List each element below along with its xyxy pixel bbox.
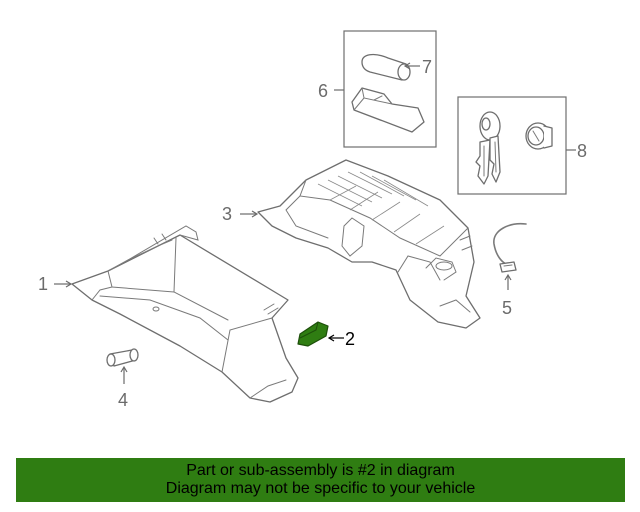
part-2-highlighted[interactable] [297, 321, 329, 347]
callout-5-arrowhead [504, 273, 512, 281]
callout-6: 6 [318, 81, 328, 101]
callout-2: 2 [345, 329, 355, 349]
part-1-glove-box-door[interactable] [71, 225, 299, 403]
banner-line-1: Part or sub-assembly is #2 in diagram [186, 462, 455, 479]
part-5-wire-harness[interactable] [493, 222, 527, 273]
callout-4: 4 [118, 390, 128, 410]
part-7-lock-cap[interactable] [361, 53, 411, 81]
callout-5: 5 [502, 298, 512, 318]
callout-8: 8 [577, 141, 587, 161]
callout-7-arrowhead [403, 62, 411, 70]
callout-2-arrowhead [327, 334, 335, 342]
part-3-glove-box-housing[interactable] [257, 159, 481, 329]
detail-box-6 [343, 30, 437, 148]
callout-1: 1 [38, 274, 48, 294]
part-4-bumper[interactable] [106, 348, 139, 367]
info-banner: Part or sub-assembly is #2 in diagram Di… [16, 458, 625, 502]
callout-7: 7 [422, 57, 432, 77]
banner-line-2: Diagram may not be specific to your vehi… [165, 480, 476, 497]
part-6-lock-housing[interactable] [351, 87, 425, 133]
callout-3: 3 [222, 204, 232, 224]
part-8-key-and-cylinder[interactable] [475, 111, 553, 185]
callout-4-arrowhead [120, 365, 128, 373]
callout-1-arrowhead [65, 280, 73, 288]
callout-3-arrowhead [251, 210, 259, 218]
